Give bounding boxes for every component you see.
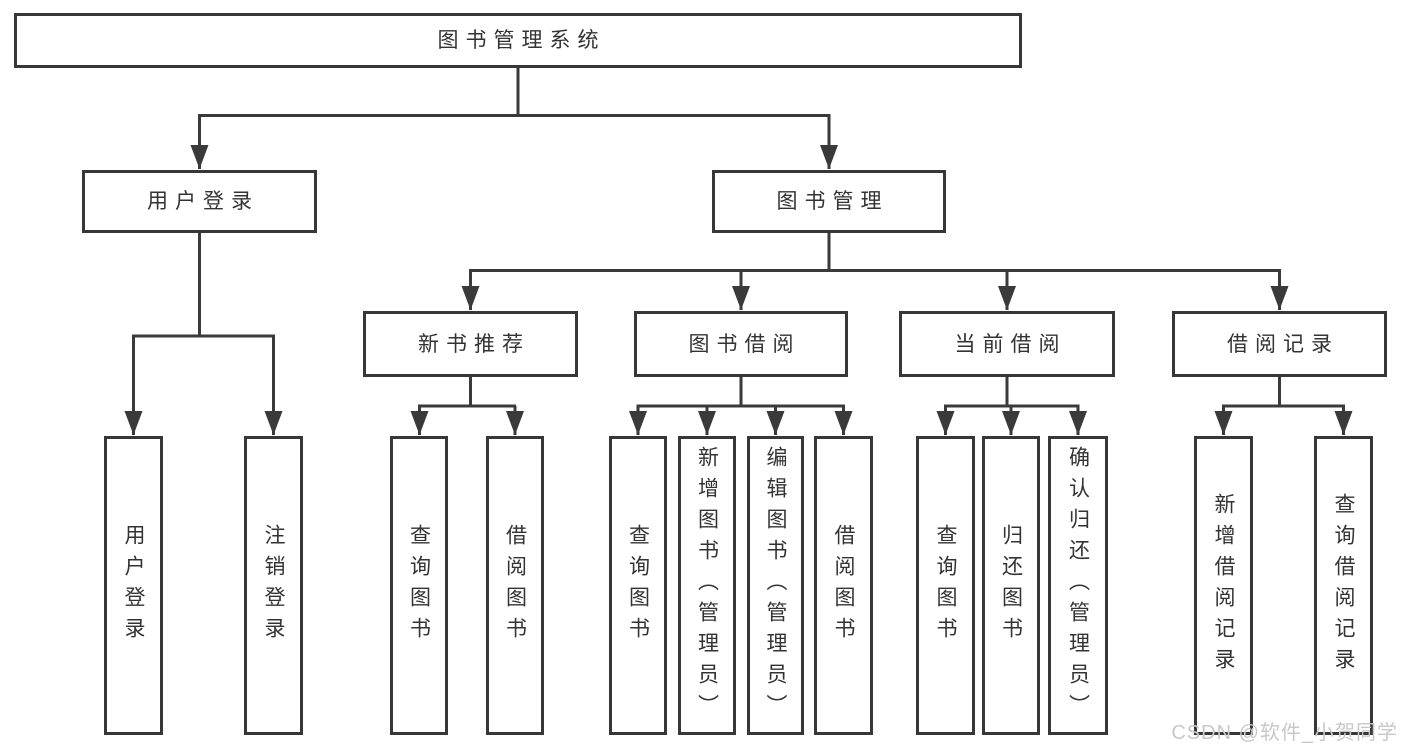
leaf-label: 查询图书 [626,523,650,648]
node-root-label: 图书管理系统 [437,29,606,52]
node-label: 新书推荐 [418,332,530,356]
leaf-label: 归还图书 [999,523,1023,648]
node-book-borrowing: 图书借阅 [634,311,848,377]
leaf-add-borrow-record: 新增借阅记录 [1194,436,1253,735]
leaf-label: 新增借阅记录 [1212,492,1235,679]
leaf-logout: 注销登录 [244,436,303,735]
leaf-label: 新增图书（管理员） [695,446,719,725]
node-user-login-module: 用户登录 [82,170,317,233]
node-label: 借阅记录 [1227,332,1339,356]
leaf-add-books-admin: 新增图书（管理员） [678,436,736,735]
node-label: 用户登录 [147,190,259,213]
node-root-system: 图书管理系统 [14,13,1022,68]
leaf-label: 确认归还（管理员） [1066,446,1090,725]
node-borrowing-records: 借阅记录 [1172,311,1387,377]
leaf-label: 查询图书 [407,523,431,648]
leaf-borrow-books-2: 借阅图书 [814,436,873,735]
node-label: 当前借阅 [954,332,1067,356]
node-label: 图书管理 [776,190,889,213]
leaf-label: 借阅图书 [503,523,527,648]
node-book-management-module: 图书管理 [712,170,946,233]
arrow-connectors [124,117,1353,435]
leaf-query-books-3: 查询图书 [916,436,975,735]
leaf-user-login: 用户登录 [104,436,163,735]
leaf-label: 查询图书 [934,523,957,648]
leaf-label: 借阅图书 [832,523,855,648]
node-current-borrowing: 当前借阅 [899,311,1115,377]
leaf-edit-books-admin: 编辑图书（管理员） [747,436,804,735]
node-new-book-recommend: 新书推荐 [363,311,578,377]
leaf-query-borrow-record: 查询借阅记录 [1314,436,1373,735]
leaf-confirm-return-admin: 确认归还（管理员） [1048,436,1108,735]
node-label: 图书借阅 [688,332,801,356]
leaf-return-books: 归还图书 [982,436,1040,735]
leaf-label: 用户登录 [122,523,145,648]
branch-trunk-lines [132,68,1345,408]
leaf-label: 编辑图书（管理员） [764,446,787,725]
leaf-label: 注销登录 [262,523,285,648]
leaf-borrow-books-1: 借阅图书 [486,436,544,735]
watermark: CSDN @软件_小贺同学 [1171,722,1398,744]
leaf-query-books-1: 查询图书 [390,436,448,735]
leaf-query-books-2: 查询图书 [609,436,667,735]
leaf-label: 查询借阅记录 [1332,492,1355,679]
